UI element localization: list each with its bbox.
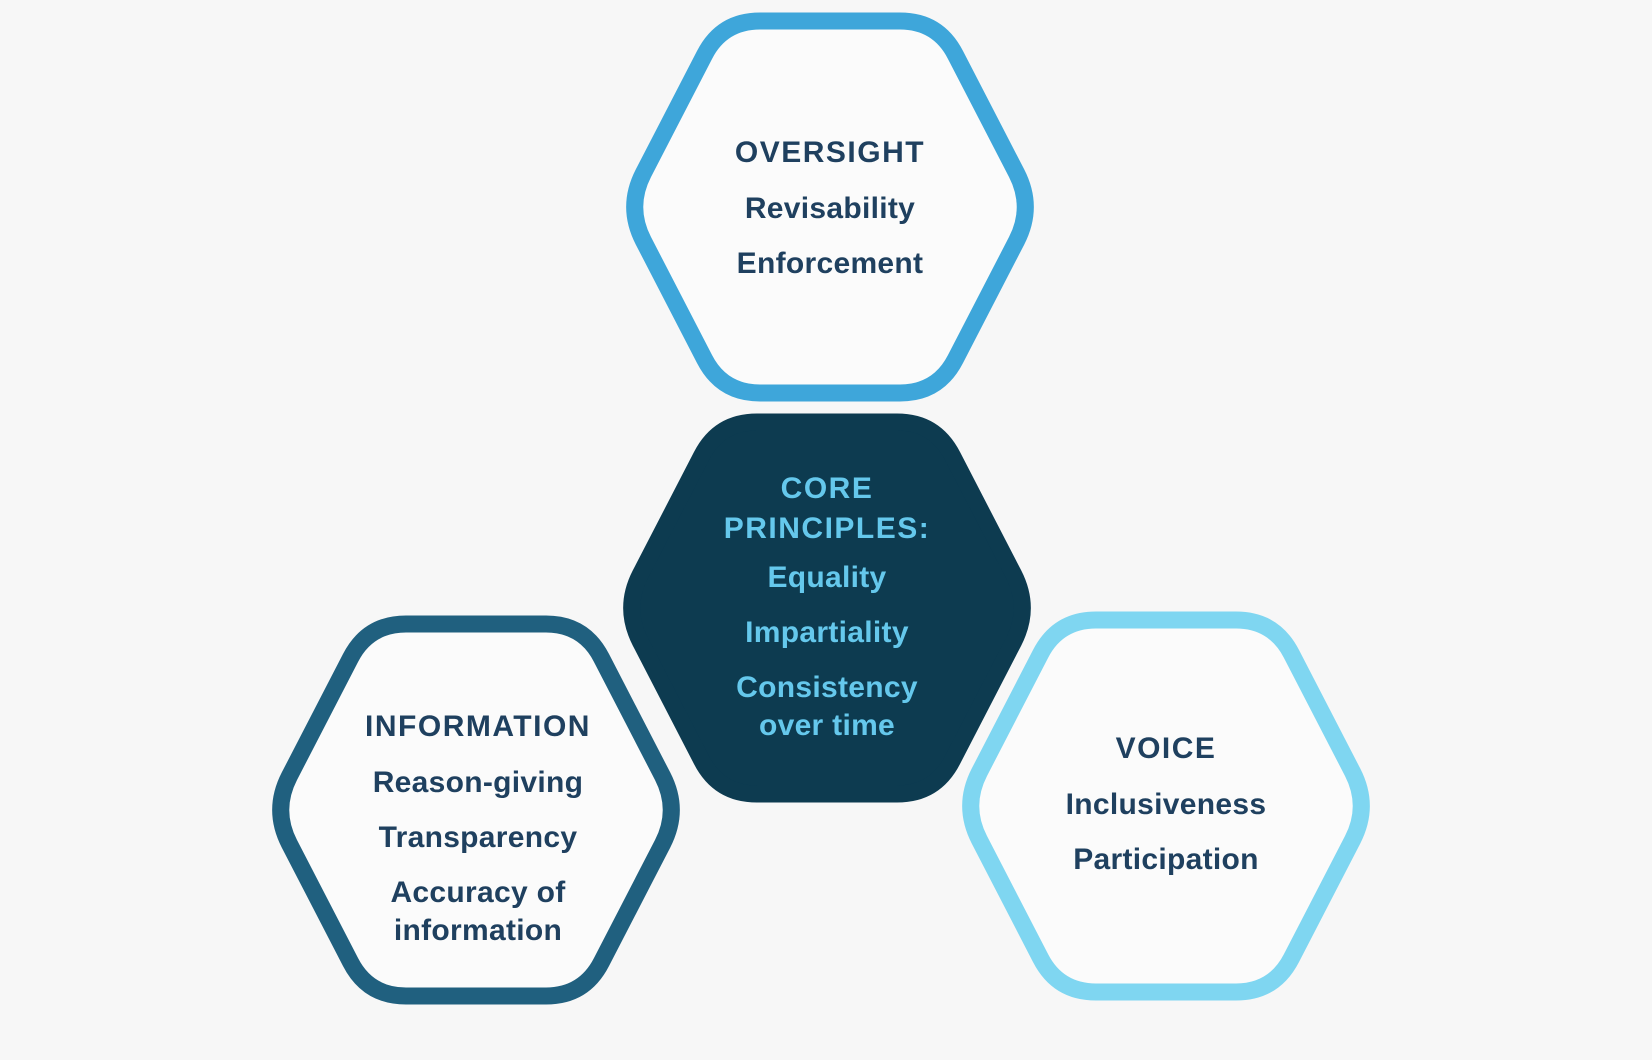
- hexagon-voice-shape: [962, 611, 1370, 1001]
- hexagon-oversight: [615, 10, 1045, 404]
- hexagon-information-text: INFORMATION Reason-giving Transparency A…: [268, 700, 688, 950]
- hexagon-oversight-shape: [626, 12, 1034, 402]
- hexagon-core-principles-item: Equality: [767, 561, 887, 594]
- hexagon-core-principles-text: CORE PRINCIPLES: Equality Impartiality C…: [617, 469, 1037, 745]
- hexagon-information: [261, 613, 691, 1007]
- hexagon-oversight-title: OVERSIGHT: [734, 136, 926, 169]
- hexagon-voice-title: VOICE: [1115, 732, 1217, 765]
- hexagon-oversight-text: OVERSIGHT Revisability Enforcement: [620, 126, 1040, 283]
- hexagon-core-principles: [612, 411, 1042, 805]
- hexagon-information-item: Reason-giving: [372, 766, 584, 799]
- hexagon-voice-item: Inclusiveness: [1065, 788, 1267, 821]
- hexagon-information-item: Accuracy of information: [390, 876, 566, 947]
- hexagon-voice: [951, 609, 1381, 1003]
- hexagon-information-item: Transparency: [378, 821, 578, 854]
- hexagon-core-principles-item: Impartiality: [745, 616, 909, 649]
- hexagon-core-principles-title: CORE PRINCIPLES:: [723, 472, 931, 545]
- hexagon-core-principles-shape: [623, 413, 1031, 803]
- hexagon-oversight-item: Enforcement: [736, 247, 924, 280]
- hexagon-information-title: INFORMATION: [365, 710, 591, 743]
- hexagon-voice-item: Participation: [1073, 843, 1259, 876]
- hexagon-information-shape: [272, 615, 680, 1005]
- hexagon-oversight-item: Revisability: [744, 192, 916, 225]
- hexagon-voice-text: VOICE Inclusiveness Participation: [956, 722, 1376, 879]
- hexagon-core-principles-item: Consistency over time: [736, 671, 918, 742]
